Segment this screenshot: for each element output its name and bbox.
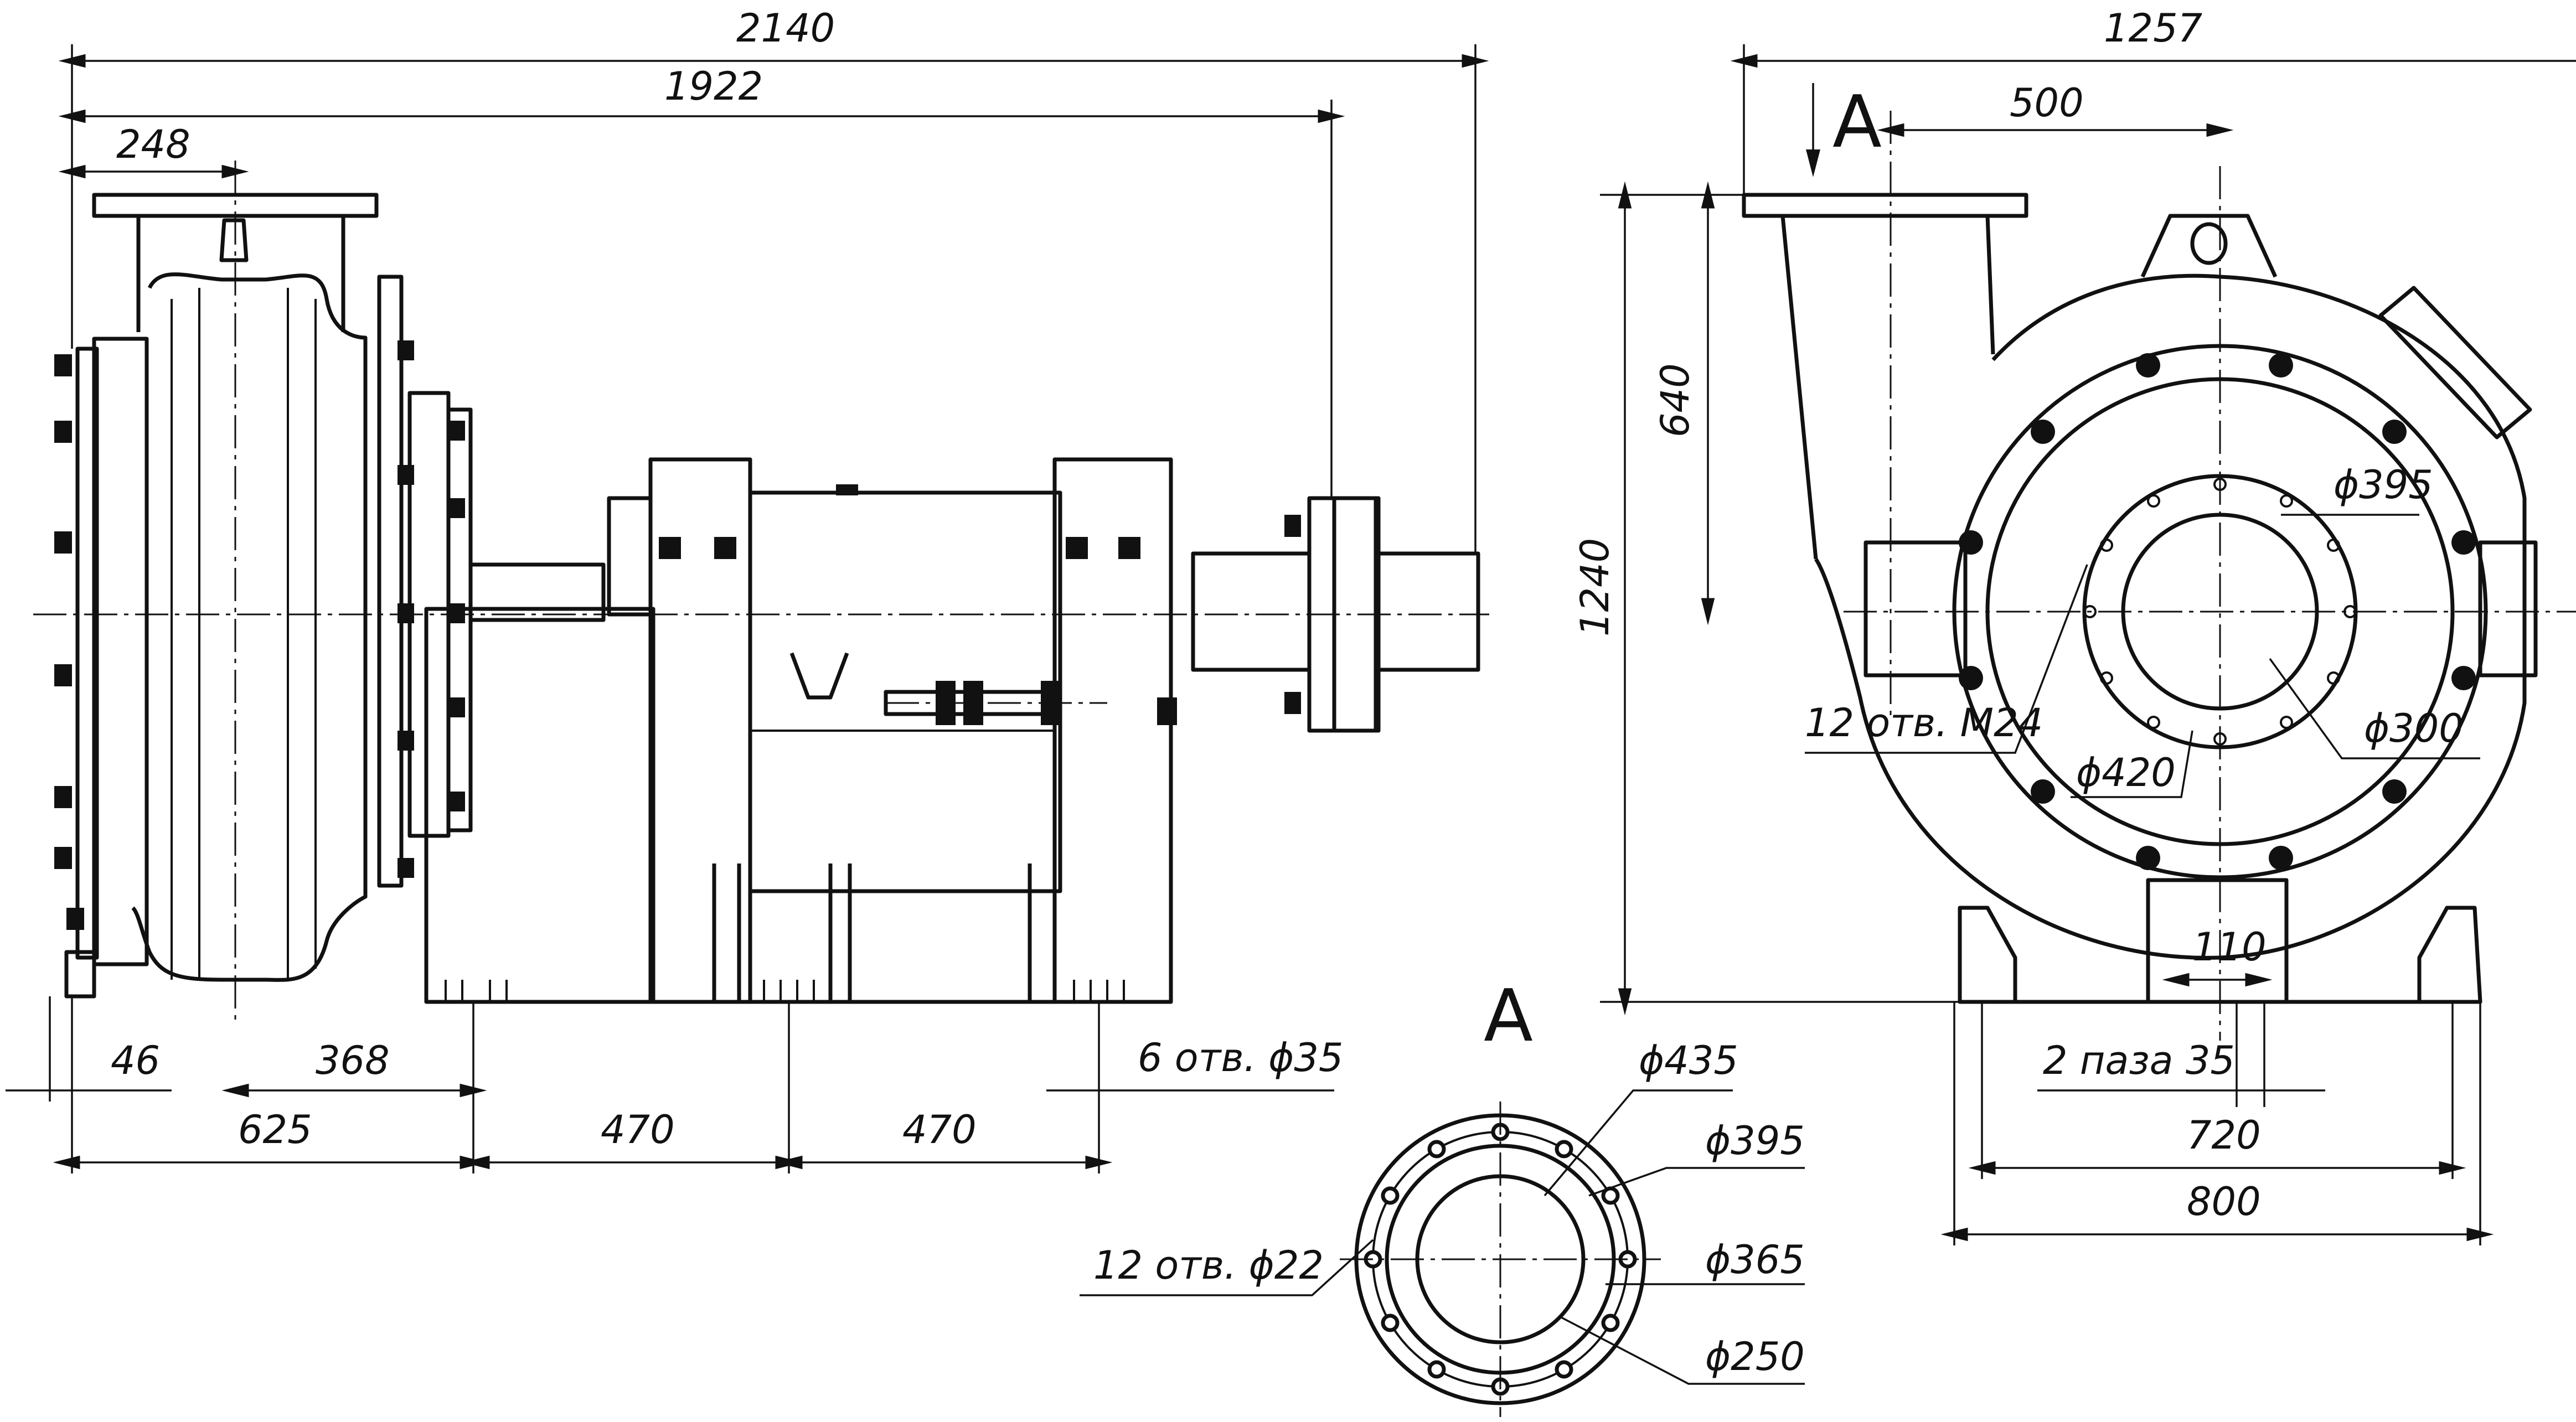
dim-text-d395: ϕ395 bbox=[2334, 462, 2433, 508]
dim-text-d395-a: ϕ395 bbox=[1705, 1118, 1805, 1164]
dim-text-640: 640 bbox=[1653, 363, 1698, 437]
dim-span-470-b: 470 bbox=[775, 1002, 1113, 1173]
callout-slots: 2 паза 35 bbox=[2037, 1002, 2325, 1107]
pump-casing bbox=[131, 272, 368, 982]
dim-text-368: 368 bbox=[316, 1038, 390, 1083]
dim-text-d250: ϕ250 bbox=[1705, 1334, 1805, 1379]
dim-slot-110: 110 bbox=[2162, 924, 2273, 987]
dim-text-500: 500 bbox=[2010, 80, 2084, 126]
side-valve bbox=[2378, 286, 2532, 439]
frame-foot-holes bbox=[445, 980, 1125, 1002]
casing-foot bbox=[64, 950, 96, 999]
dim-casing-to-foot: 368 bbox=[221, 1038, 487, 1098]
callout-d395-a: ϕ395 bbox=[1588, 1118, 1805, 1197]
dim-text-1922: 1922 bbox=[664, 64, 763, 109]
note-bolts-m24: 12 отв. M24 bbox=[1805, 700, 2043, 746]
view-a-flange: A ϕ435 ϕ395 ϕ365 bbox=[1080, 974, 1805, 1417]
dim-text-d365: ϕ365 bbox=[1705, 1237, 1805, 1283]
callout-bolts-m24: 12 отв. M24 bbox=[1805, 564, 2088, 754]
note-holes-d22: 12 отв. ϕ22 bbox=[1093, 1243, 1324, 1288]
back-plate bbox=[377, 275, 404, 888]
view-label-a: A bbox=[1484, 974, 1533, 1058]
shaft-end bbox=[1191, 551, 1312, 672]
note-slots: 2 паза 35 bbox=[2043, 1038, 2235, 1083]
callout-d395: ϕ395 bbox=[2281, 462, 2433, 516]
note-anchor-holes: 6 отв. ϕ35 bbox=[1138, 1035, 1343, 1080]
dim-foot-span-outer: 800 bbox=[1940, 1002, 2494, 1245]
dim-text-d435: ϕ435 bbox=[1639, 1038, 1738, 1083]
side-view: 2140 1922 248 46 368 625 470 bbox=[6, 6, 1489, 1173]
dim-foot-left: 46 bbox=[6, 996, 172, 1173]
dim-span-625: 625 bbox=[53, 1002, 487, 1173]
foot-right bbox=[2417, 906, 2482, 1004]
callout-anchor-holes: 6 отв. ϕ35 bbox=[1046, 1035, 1343, 1092]
front-view: A 1257 500 1240 640 ϕ395 12 отв. M24 bbox=[1572, 6, 2576, 1245]
side-ear-left bbox=[1863, 540, 1968, 678]
dim-text-2140: 2140 bbox=[736, 6, 835, 51]
volute-casing bbox=[1814, 273, 2527, 960]
dim-text-1257: 1257 bbox=[2104, 6, 2202, 51]
callout-d435: ϕ435 bbox=[1543, 1038, 1738, 1197]
foot-left bbox=[1958, 906, 2017, 1004]
dim-text-720: 720 bbox=[2187, 1113, 2261, 1158]
discharge-flange bbox=[1742, 193, 2028, 218]
back-plate-bolts bbox=[398, 340, 465, 878]
dim-height-total: 1240 bbox=[1572, 181, 1960, 1016]
callout-holes-d22: 12 отв. ϕ22 bbox=[1080, 1239, 1374, 1296]
dim-overall-length: 2140 bbox=[58, 6, 1489, 554]
dim-text-248: 248 bbox=[116, 122, 190, 167]
dim-length-to-coupling: 1922 bbox=[58, 64, 1345, 498]
coupling-half-2 bbox=[1376, 551, 1480, 672]
callout-d300: ϕ300 bbox=[2269, 658, 2480, 759]
dim-width-total: 1257 bbox=[1730, 6, 2576, 194]
dim-axis-height: 640 bbox=[1653, 181, 1715, 625]
dim-text-470-a: 470 bbox=[601, 1107, 675, 1152]
section-label-a: A bbox=[1832, 80, 1882, 164]
callout-d420: ϕ420 bbox=[2071, 730, 2193, 798]
suction-cover bbox=[92, 337, 149, 966]
oil-cup bbox=[789, 652, 849, 700]
outlet-bolts bbox=[1959, 353, 2476, 870]
lifting-lug bbox=[2140, 214, 2278, 278]
dim-text-470-b: 470 bbox=[902, 1107, 977, 1152]
dim-text-1240: 1240 bbox=[1572, 538, 1618, 637]
cover-bolts bbox=[54, 354, 84, 930]
side-ear-right bbox=[2478, 540, 2538, 678]
dim-discharge-offset: 500 bbox=[1877, 80, 2234, 137]
dim-suction-offset: 248 bbox=[58, 122, 249, 179]
section-arrow-a: A bbox=[1806, 80, 1882, 177]
callout-d365: ϕ365 bbox=[1606, 1237, 1805, 1285]
dim-span-470-a: 470 bbox=[462, 1002, 803, 1173]
dim-foot-span-inner: 720 bbox=[1968, 1002, 2466, 1179]
dim-text-800: 800 bbox=[2187, 1179, 2261, 1224]
dim-text-110: 110 bbox=[2192, 924, 2267, 970]
dim-text-d300: ϕ300 bbox=[2364, 706, 2464, 751]
dim-text-46: 46 bbox=[111, 1038, 160, 1083]
callout-d250: ϕ250 bbox=[1561, 1316, 1805, 1385]
dim-text-625: 625 bbox=[238, 1107, 312, 1152]
shaft bbox=[468, 562, 606, 622]
dim-text-d420: ϕ420 bbox=[2076, 750, 2176, 795]
vent-nozzle bbox=[219, 218, 249, 262]
